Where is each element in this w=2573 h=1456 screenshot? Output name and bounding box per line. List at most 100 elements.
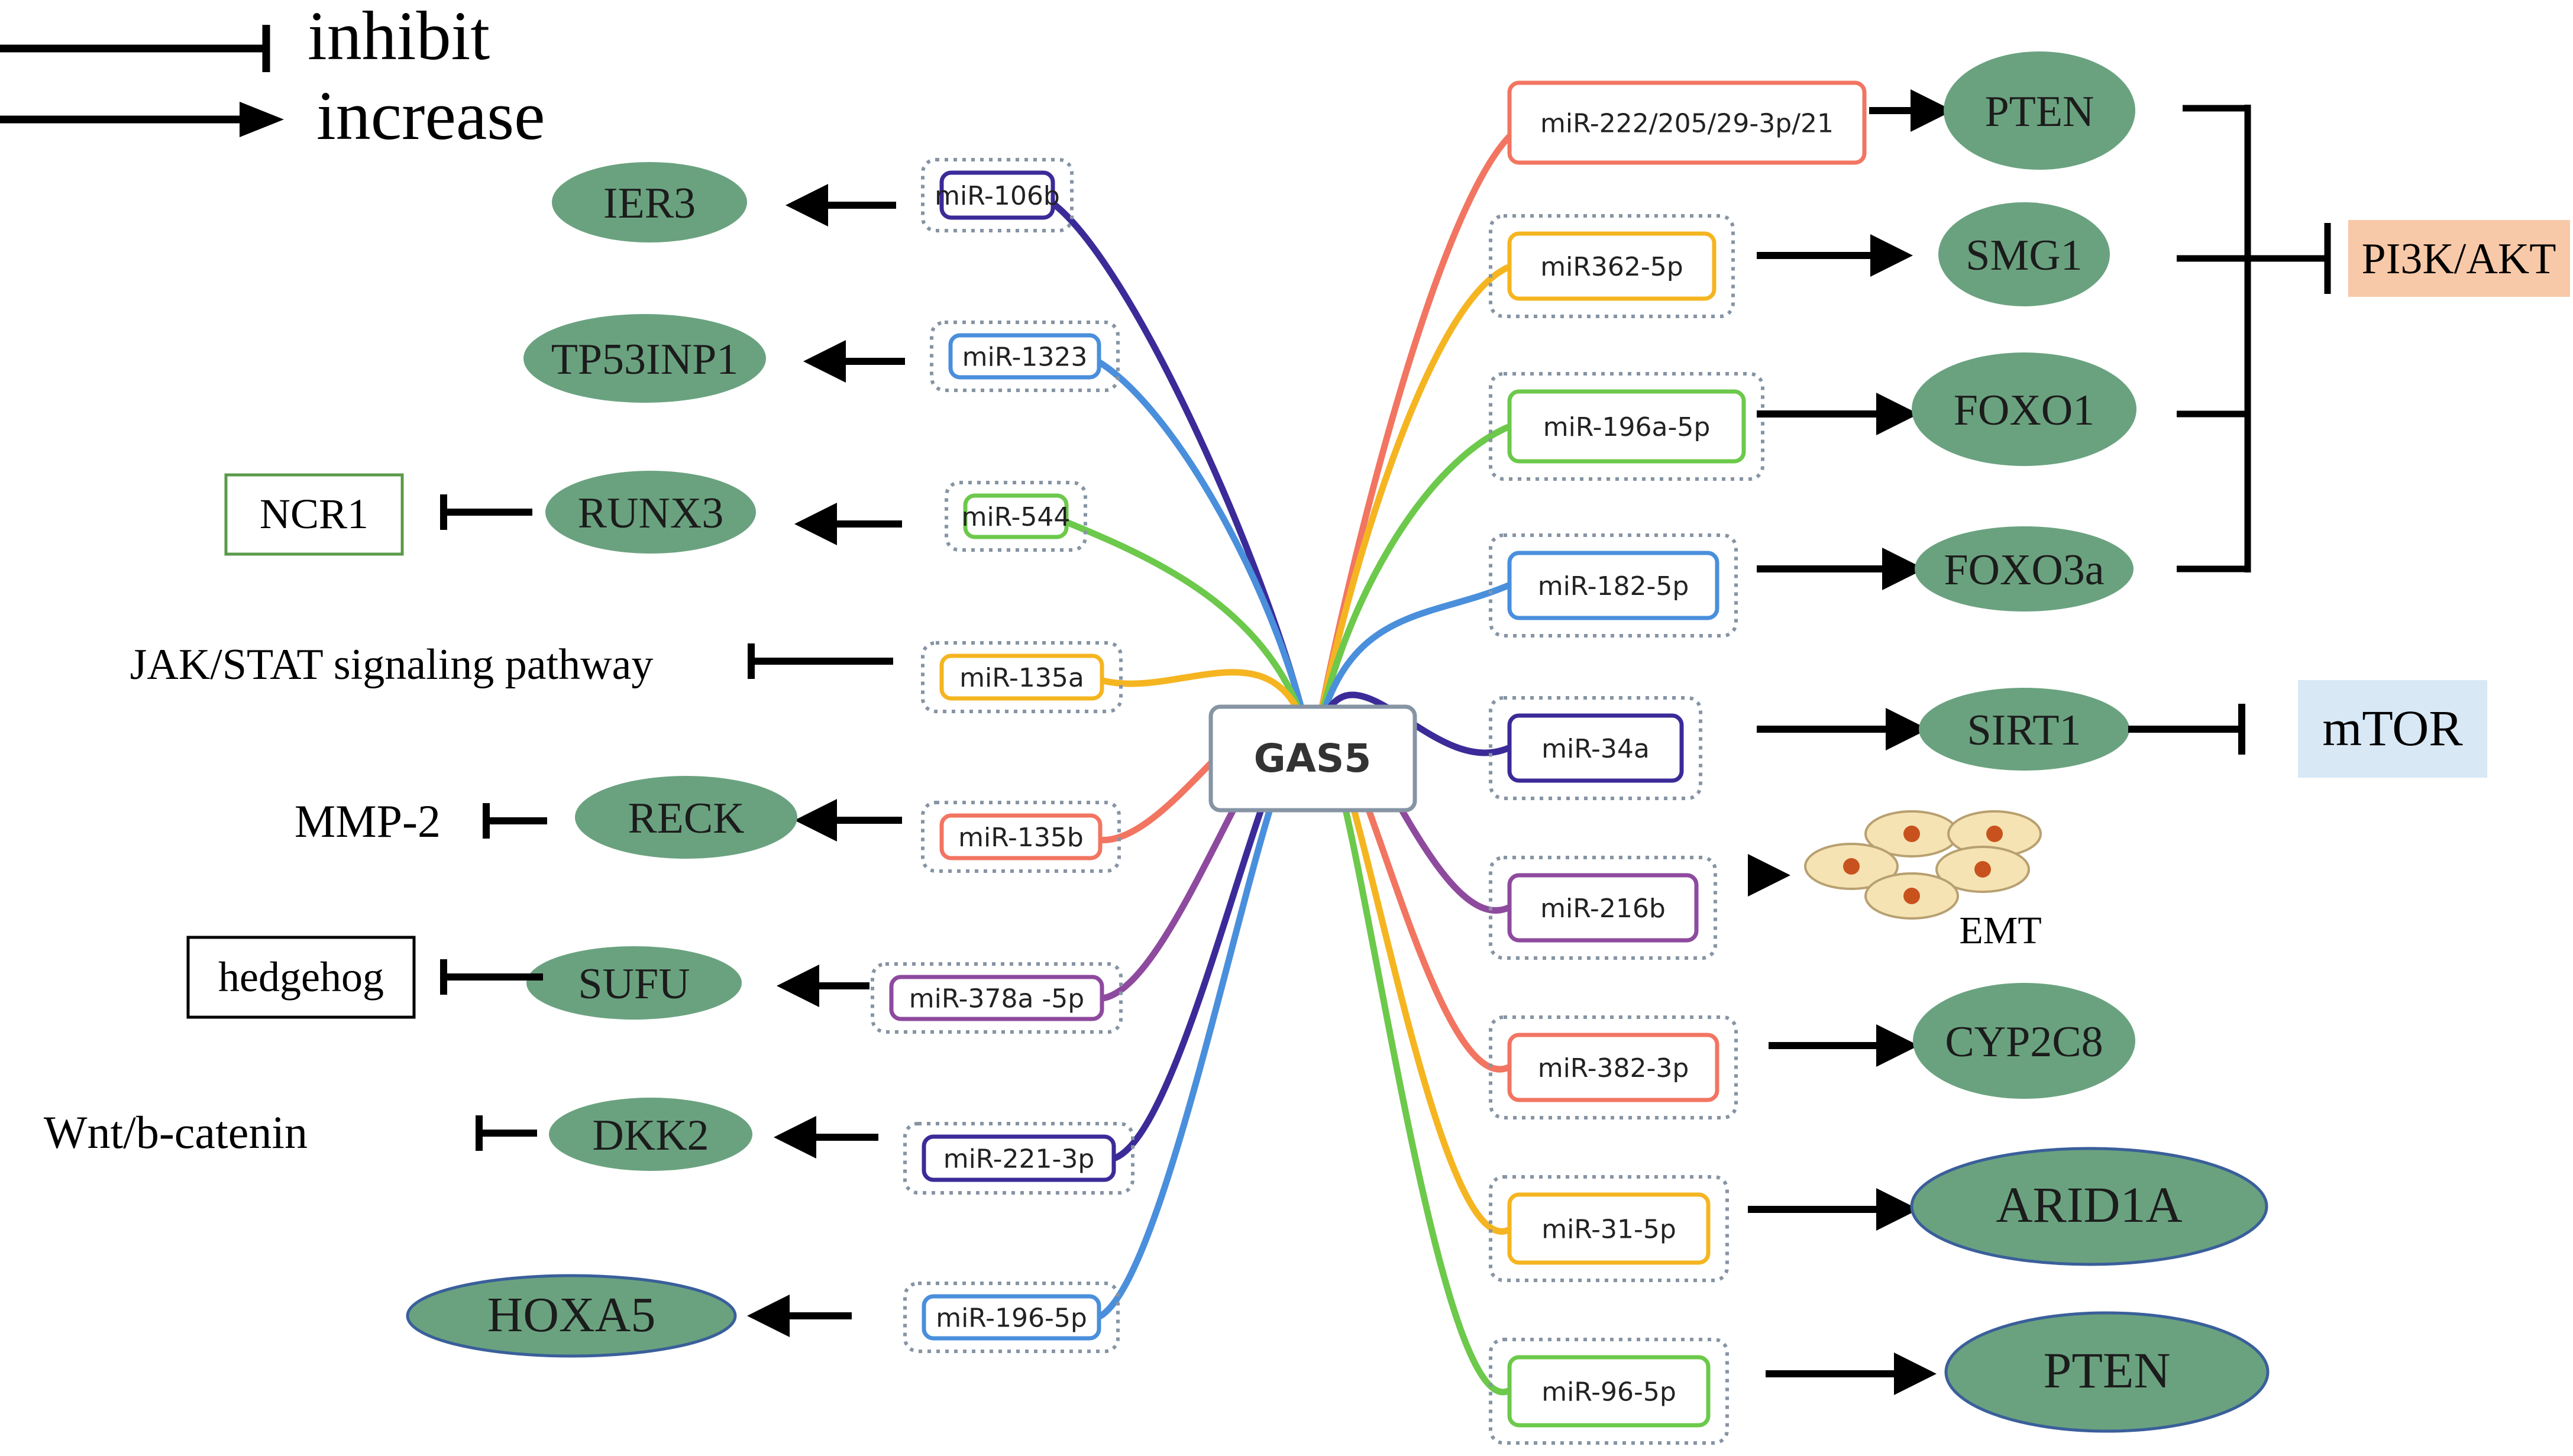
curve-mir-96-5p: [1309, 736, 1512, 1396]
legend-increase-label: increase: [316, 77, 545, 154]
emt-cell-nucleus-2: [1986, 826, 2003, 842]
mtor-box: [2298, 680, 2487, 778]
mtor-label: mTOR: [2322, 700, 2463, 756]
mirna-box-mir-221-3p: [922, 1134, 1116, 1182]
target-label-hoxa5: HOXA5: [487, 1287, 656, 1342]
mirna-boxes: miR-106b miR-1323 miR-544 miR-135a miR-135b m…: [871, 80, 1867, 1445]
target-label-pten-8: PTEN: [2044, 1342, 2171, 1399]
downstream-box-hedgehog: [186, 936, 416, 1019]
target-label-arid1a-7: ARID1A: [1996, 1176, 2182, 1233]
mirna-box-mir362-5p: [1507, 231, 1717, 301]
target-ellipse-tp53inp1: [523, 314, 766, 403]
curve-mir-1323: [1082, 351, 1316, 762]
curve-mir-182-5p: [1309, 582, 1512, 762]
mirna-label-mir-378a-5p: miR-378a -5p: [909, 984, 1084, 1014]
mirna-box-mir-106b: [939, 170, 1055, 220]
mirna-box-mir-196a-5p: [1507, 389, 1746, 464]
gas5-hub: GAS5: [1208, 704, 1417, 813]
emt-cell-nucleus-3: [1843, 858, 1860, 875]
target-ellipse-foxo1-2: [1912, 352, 2136, 466]
downstream-box-ncr1: [224, 473, 404, 556]
gas5-box: [1208, 704, 1417, 813]
target-ellipse-smg1-1: [1938, 202, 2110, 306]
pi3k-akt-label: PI3K/AKT: [2362, 235, 2556, 283]
target-label-reck: RECK: [628, 794, 744, 843]
mirna-box-mir-1323: [948, 333, 1101, 380]
mirna-label-mir-544: miR-544: [962, 502, 1071, 532]
dotted-group-mir-382-3p: [1489, 1015, 1738, 1119]
mirna-box-mir-182-5p: [1507, 551, 1719, 620]
dotted-group-mir-34a: [1489, 696, 1702, 800]
target-label-jak-stat-signaling-pathway: JAK/STAT signaling pathway: [130, 640, 654, 689]
mirna-box-mir-222-205-29-3p-21: [1507, 80, 1867, 165]
target-label-dkk2: DKK2: [592, 1111, 709, 1160]
mirna-label-mir-196a-5p: miR-196a-5p: [1543, 412, 1711, 442]
dotted-group-mir-135b: [921, 801, 1121, 873]
mirna-label-mir-182-5p: miR-182-5p: [1538, 571, 1689, 601]
mirna-box-mir-216b: [1507, 873, 1699, 943]
target-ellipse-dkk2: [549, 1098, 752, 1171]
pi3k-bracket: PI3K/AKT: [2177, 105, 2570, 572]
mirna-label-mir-34a: miR-34a: [1541, 734, 1650, 764]
target-ellipse-hoxa5: [406, 1274, 737, 1358]
target-label-sufu: SUFU: [578, 960, 690, 1008]
downstream-label-wnt-b-catenin: Wnt/b-catenin: [44, 1106, 308, 1158]
emt-cells: EMT: [1804, 810, 2042, 952]
target-ellipse-ier3: [552, 162, 747, 242]
mirna-label-mir-135a: miR-135a: [959, 663, 1084, 693]
mirna-label-mir-135b: miR-135b: [958, 823, 1084, 853]
mirna-label-mir-216b: miR-216b: [1540, 894, 1666, 924]
emt-cell-nucleus-5: [1903, 888, 1920, 904]
target-ellipse-reck: [575, 776, 797, 859]
legend-increase-arrowhead: [240, 102, 284, 137]
target-ellipse-pten-0: [1944, 51, 2135, 170]
target-label-foxo3a-3: FOXO3a: [1944, 546, 2104, 594]
emt-cell-nucleus-4: [1974, 861, 1991, 878]
mirna-box-mir-544: [963, 493, 1069, 539]
dotted-group-mir-216b: [1489, 856, 1717, 960]
mirna-box-mir-378a-5p: [889, 975, 1104, 1021]
dotted-group-mir-196-5p: [903, 1282, 1120, 1353]
mirna-box-mir-34a: [1507, 713, 1684, 783]
mirna-box-mir-382-3p: [1507, 1033, 1719, 1102]
mirna-label-mir-221-3p: miR-221-3p: [943, 1144, 1095, 1174]
target-label-runx3: RUNX3: [578, 489, 724, 538]
target-label-tp53inp1: TP53INP1: [551, 335, 739, 384]
mirna-box-mir-31-5p: [1507, 1192, 1711, 1265]
mirna-label-mir-196-5p: miR-196-5p: [936, 1303, 1087, 1334]
pi3k-akt-box: [2348, 220, 2570, 297]
dotted-group-mir-196a-5p: [1489, 372, 1764, 481]
gas5-label: GAS5: [1254, 736, 1372, 781]
dotted-group-mir-544: [945, 481, 1087, 552]
target-label-smg1-1: SMG1: [1966, 231, 2082, 280]
target-label-pten-0: PTEN: [1985, 88, 2094, 136]
dotted-group-mir-31-5p: [1489, 1175, 1729, 1282]
target-ellipse-runx3: [545, 471, 756, 554]
mirna-label-mir-222-205-29-3p-21: miR-222/205/29-3p/21: [1540, 109, 1834, 139]
mirna-box-mir-135b: [939, 813, 1103, 860]
legend-inhibit-label: inhibit: [308, 0, 490, 75]
target-label-foxo1-2: FOXO1: [1954, 386, 2094, 435]
dotted-group-mir-106b: [921, 158, 1074, 232]
emt-label: EMT: [1959, 909, 2041, 952]
downstream-label-mmp-2: MMP-2: [295, 795, 441, 847]
dotted-group-mir-135a: [921, 641, 1123, 713]
mirna-label-mir-106b: miR-106b: [935, 181, 1060, 211]
target-ellipse-sirt1-4: [1919, 688, 2129, 771]
mirna-box-mir-96-5p: [1507, 1355, 1711, 1428]
dotted-group-mir-221-3p: [903, 1122, 1134, 1195]
dotted-group-mir-378a-5p: [871, 962, 1123, 1034]
target-ellipse-cyp2c8-6: [1913, 983, 2135, 1099]
mirna-label-mir-1323: miR-1323: [962, 342, 1088, 373]
emt-cell-nucleus-1: [1903, 826, 1920, 842]
target-label-cyp2c8-6: CYP2C8: [1945, 1018, 2103, 1066]
mirna-label-mir-382-3p: miR-382-3p: [1538, 1053, 1689, 1083]
legend: inhibit increase: [0, 0, 545, 154]
dotted-group-mir-96-5p: [1489, 1338, 1729, 1445]
target-label-sirt1-4: SIRT1: [1967, 706, 2081, 755]
dotted-group-mir-182-5p: [1489, 533, 1738, 638]
target-ellipse-sufu: [526, 946, 742, 1020]
downstream-label-hedgehog: hedgehog: [218, 953, 384, 1001]
target-ellipse-pten-8: [1944, 1311, 2270, 1433]
